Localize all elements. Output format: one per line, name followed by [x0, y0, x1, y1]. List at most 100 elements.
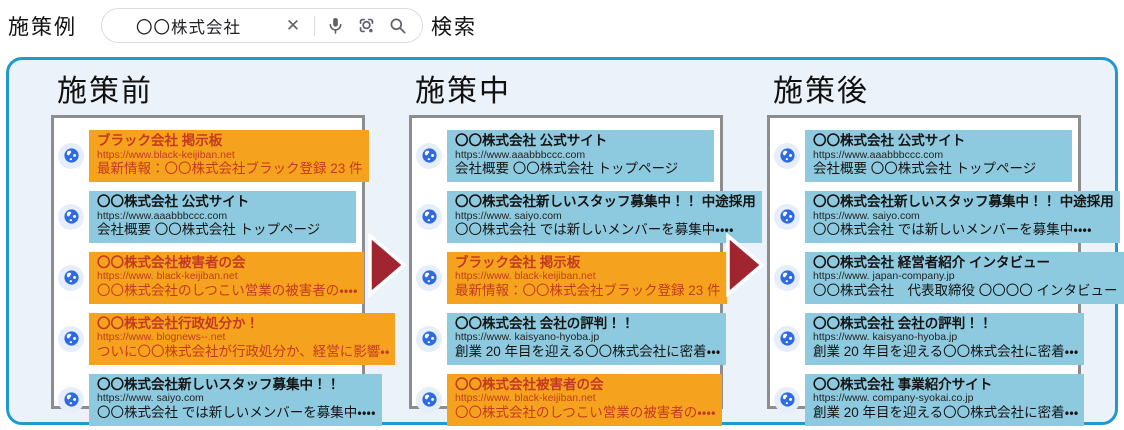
microphone-icon[interactable] — [324, 15, 346, 37]
globe-icon — [774, 386, 800, 413]
arrow-before-to-during — [365, 64, 409, 422]
magnifier-icon[interactable] — [386, 15, 408, 37]
result-url: https://www. kaisyano-hyoba.jp — [455, 331, 600, 344]
result-snippet: 会社概要 〇〇株式会社 トップページ — [455, 161, 679, 177]
globe-icon — [416, 386, 442, 413]
result-snippet: 〇〇株式会社のしつこい営業の被害者の・・・・ — [455, 405, 716, 421]
result-url: https://www. black-keijiban.net — [455, 392, 596, 405]
result-title: 〇〇株式会社 公式サイト — [97, 193, 250, 209]
result-snippet: 会社概要 〇〇株式会社 トップページ — [97, 222, 321, 238]
search-result-item[interactable]: 〇〇株式会社 会社の評判！！https://www. kaisyano-hyob… — [416, 312, 727, 365]
globe-icon — [58, 264, 84, 291]
result-url: https://www. kaisyano-hyoba.jp — [813, 331, 958, 344]
pill-divider — [314, 15, 315, 36]
result-text-block: 〇〇株式会社新しいスタッフ募集中！！https://www. saiyo.com… — [89, 373, 382, 426]
search-bar[interactable]: 〇〇株式会社 ✕ — [101, 8, 423, 43]
panel-title-after: 施策後 — [773, 75, 869, 108]
result-title: 〇〇株式会社 事業紹介サイト — [813, 376, 993, 392]
result-url: https://www. saiyo.com — [97, 392, 204, 405]
result-title: ブラック会社 掲示板 — [455, 254, 581, 270]
globe-icon — [58, 142, 84, 169]
globe-icon — [58, 386, 84, 413]
panel-title-during: 施策中 — [415, 75, 511, 108]
result-title: 〇〇株式会社 会社の評判！！ — [455, 315, 635, 331]
result-url: https://www.aaabbbccc.com — [97, 209, 228, 222]
result-url: https://www. company-syokai.co.jp — [813, 392, 974, 405]
result-snippet: 創業 20 年目を迎える〇〇株式会社に密着・・・ — [813, 344, 1079, 360]
result-title: 〇〇株式会社 会社の評判！！ — [813, 315, 993, 331]
result-snippet: 最新情報：〇〇株式会社ブラック登録 23 件 — [97, 161, 363, 177]
result-title: ブラック会社 掲示板 — [97, 133, 223, 148]
example-label: 施策例 — [8, 15, 77, 39]
result-snippet: 〇〇株式会社のしつこい営業の被害者の・・・・ — [97, 283, 358, 299]
result-title: 〇〇株式会社新しいスタッフ募集中！！ — [97, 376, 340, 392]
search-example-row: 施策例 〇〇株式会社 ✕ — [8, 8, 477, 43]
result-url: https://www. black-keijiban.net — [455, 270, 596, 283]
result-text-block: 〇〇株式会社 会社の評判！！https://www. kaisyano-hyob… — [447, 312, 727, 365]
result-title: 〇〇株式会社新しいスタッフ募集中！！ 中途採用 — [813, 193, 1114, 209]
right-arrow-icon — [368, 233, 407, 297]
result-snippet: 創業 20 年目を迎える〇〇株式会社に密着・・・ — [455, 344, 721, 360]
globe-icon — [416, 203, 442, 230]
panel-title-before: 施策前 — [57, 75, 153, 108]
result-text-block: 〇〇株式会社 会社の評判！！https://www. kaisyano-hyob… — [805, 312, 1085, 365]
arrow-during-to-after — [723, 64, 767, 422]
search-result-item[interactable]: 〇〇株式会社新しいスタッフ募集中！！https://www. saiyo.com… — [58, 373, 382, 426]
result-url: https://www. saiyo.com — [455, 209, 562, 222]
result-snippet: 〇〇株式会社 では新しいメンバーを募集中・・・・ — [455, 222, 734, 238]
result-snippet: 〇〇株式会社 では新しいメンバーを募集中・・・・ — [813, 222, 1092, 238]
globe-icon — [774, 264, 800, 291]
globe-icon — [774, 203, 800, 230]
right-arrow-icon — [726, 233, 765, 297]
globe-icon — [58, 203, 84, 230]
search-result-item[interactable]: 〇〇株式会社 会社の評判！！https://www. kaisyano-hyob… — [774, 312, 1085, 365]
globe-icon — [774, 142, 800, 169]
result-title: 〇〇株式会社被害者の会 — [455, 376, 604, 392]
result-url: https://www. saiyo.com — [813, 209, 920, 222]
result-title: 〇〇株式会社 公式サイト — [813, 133, 966, 148]
clear-icon[interactable]: ✕ — [285, 16, 301, 35]
search-submit-label[interactable]: 検索 — [431, 15, 477, 39]
globe-icon — [416, 325, 442, 352]
result-title: 〇〇株式会社被害者の会 — [97, 254, 246, 270]
result-snippet: 最新情報：〇〇株式会社ブラック登録 23 件 — [455, 283, 721, 299]
lens-icon[interactable] — [355, 15, 377, 37]
result-snippet: 〇〇株式会社 では新しいメンバーを募集中・・・・ — [97, 405, 376, 421]
globe-icon — [416, 142, 442, 169]
result-url: https://www. blognews--.net — [97, 331, 226, 344]
globe-icon — [774, 325, 800, 352]
search-input[interactable]: 〇〇株式会社 — [136, 18, 241, 37]
result-title: 〇〇株式会社新しいスタッフ募集中！！ 中途採用 — [455, 193, 756, 209]
globe-icon — [58, 325, 84, 352]
